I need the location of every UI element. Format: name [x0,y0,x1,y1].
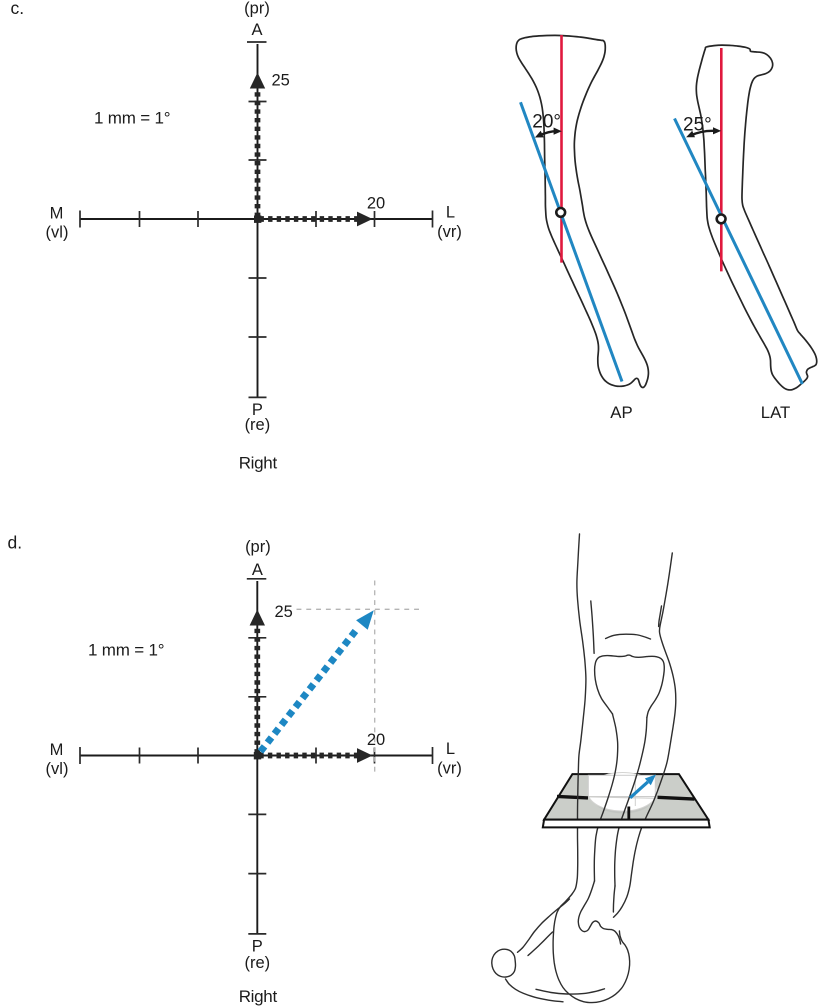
svg-text:LAT: LAT [761,403,791,422]
svg-text:d.: d. [8,533,23,553]
svg-text:25°: 25° [683,115,712,136]
svg-text:Right: Right [239,454,278,473]
svg-text:c.: c. [11,0,25,18]
svg-text:(vr): (vr) [437,760,462,778]
svg-text:L: L [446,740,455,758]
svg-text:20°: 20° [532,112,561,133]
svg-text:A: A [252,561,263,579]
svg-text:(pr): (pr) [245,538,271,556]
svg-text:25: 25 [275,603,293,621]
svg-text:1 mm = 1°: 1 mm = 1° [94,109,170,128]
svg-text:(vr): (vr) [437,223,462,241]
svg-text:P: P [252,938,263,956]
svg-text:(re): (re) [244,954,270,972]
svg-text:(pr): (pr) [244,0,270,18]
svg-text:20: 20 [367,731,385,749]
svg-text:A: A [251,21,262,39]
svg-text:L: L [446,204,455,222]
svg-text:20: 20 [367,195,385,213]
svg-text:(vl): (vl) [46,760,69,778]
svg-text:(vl): (vl) [46,224,69,242]
svg-text:25: 25 [272,72,290,90]
svg-text:1 mm = 1°: 1 mm = 1° [88,641,164,660]
svg-text:M: M [50,741,64,759]
svg-text:M: M [50,205,64,223]
svg-text:P: P [252,401,263,419]
svg-text:AP: AP [610,403,632,422]
svg-text:Right: Right [239,987,278,1006]
svg-text:(re): (re) [245,416,271,434]
